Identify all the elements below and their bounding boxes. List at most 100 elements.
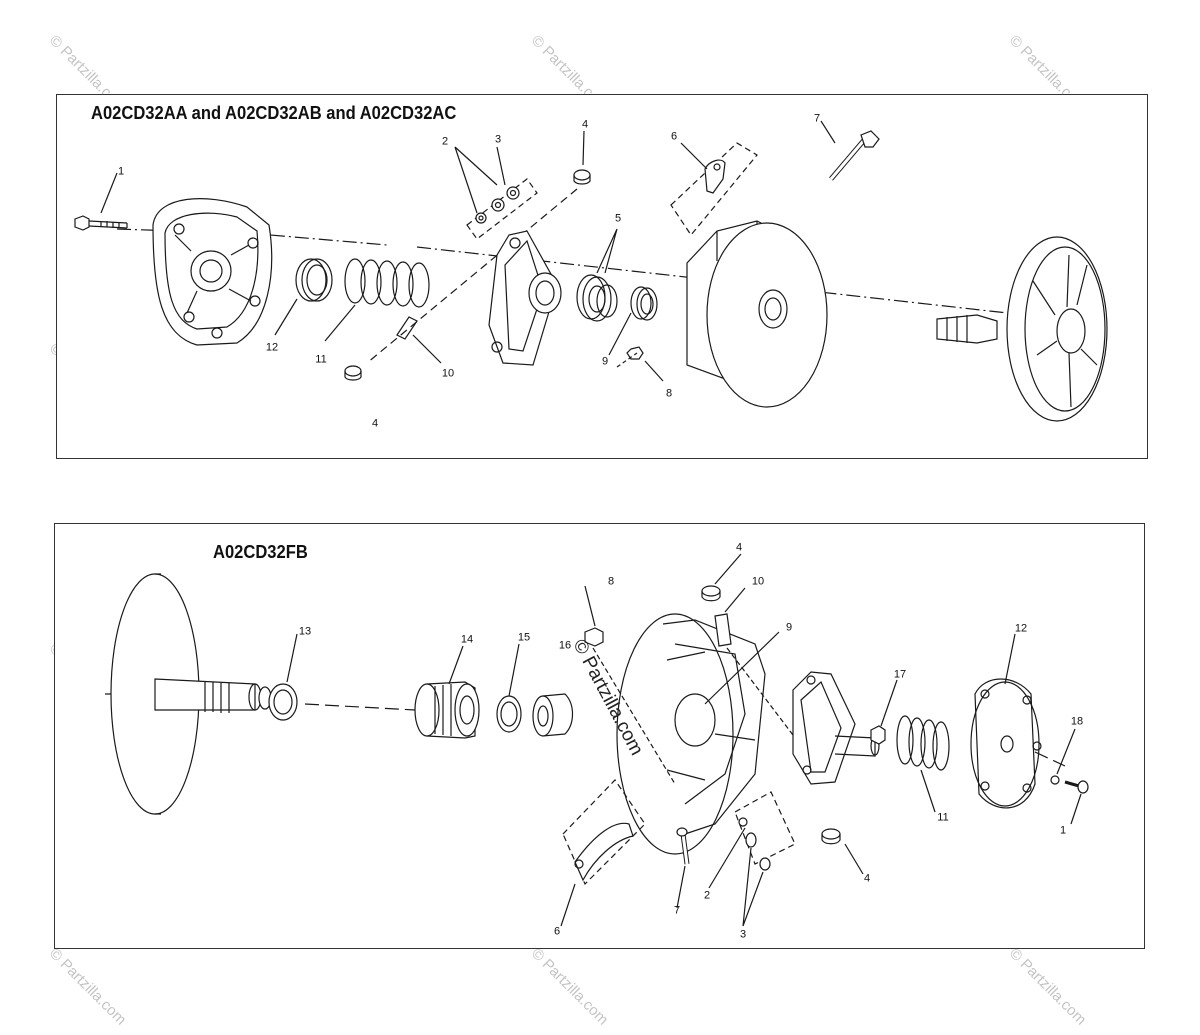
callout-6: 6 (670, 130, 678, 143)
callout-1: 1 (1059, 824, 1067, 837)
panel-title: A02CD32AA and A02CD32AB and A02CD32AC (91, 103, 457, 123)
leader-line (560, 883, 576, 927)
leader-line (1004, 633, 1016, 685)
nut-part (870, 725, 886, 745)
leader-line (708, 827, 746, 889)
washer-part (496, 695, 522, 733)
callout-10: 10 (441, 367, 455, 380)
leader-line (880, 679, 898, 727)
callout-7: 7 (673, 904, 681, 917)
bolt-part (676, 827, 690, 865)
fixed-sheave-part (105, 573, 272, 815)
washer-part (630, 286, 658, 321)
leader-line (742, 847, 764, 927)
callout-9: 9 (785, 621, 793, 634)
callout-8: 8 (607, 575, 615, 588)
cap-part (821, 828, 841, 845)
bushing-part (576, 274, 618, 322)
callout-14: 14 (460, 633, 474, 646)
spring-part (344, 258, 430, 308)
callout-9: 9 (601, 355, 609, 368)
leader-line (596, 228, 618, 274)
bolt-part (829, 130, 880, 181)
callout-11: 11 (315, 353, 327, 366)
callout-3: 3 (494, 133, 502, 146)
leader-line (608, 312, 632, 356)
washer-part (268, 683, 298, 721)
exploded-view-top (74, 120, 1108, 422)
leader-line (412, 334, 442, 364)
leader-line (644, 360, 664, 382)
sheave-part (686, 220, 828, 408)
leader-line (680, 142, 708, 170)
washer-part (475, 212, 487, 224)
leader-line (508, 643, 520, 697)
watermark: © Partzilla.com (45, 945, 130, 1029)
nut-part (626, 346, 644, 360)
weight-part (704, 159, 726, 194)
callout-12: 12 (1014, 622, 1028, 635)
roller-part (506, 186, 520, 200)
callout-16: 16 (558, 639, 572, 652)
leader-line (274, 298, 298, 336)
callout-17: 17 (893, 668, 907, 681)
callout-11: 11 (937, 811, 949, 824)
spider-part (488, 230, 562, 366)
callout-4: 4 (735, 541, 743, 554)
callout-6: 6 (553, 925, 561, 938)
roller-part (759, 857, 771, 871)
bushing-part (414, 681, 480, 739)
callout-7: 7 (813, 112, 821, 125)
leader-line (1056, 728, 1076, 775)
exploded-view-bottom (105, 553, 1089, 927)
callout-15: 15 (517, 631, 531, 644)
callout-18: 18 (1070, 715, 1084, 728)
leader-line (496, 146, 506, 186)
callout-2: 2 (703, 889, 711, 902)
leader-line (704, 631, 780, 705)
washer-part (738, 817, 748, 827)
callout-5: 5 (614, 212, 622, 225)
callout-4: 4 (581, 118, 589, 131)
sheave-part (616, 613, 766, 855)
cap-part (573, 169, 591, 185)
diagram-panel-top: A02CD32AA and A02CD32AB and A02CD32AC (56, 94, 1148, 459)
leader-line (714, 553, 742, 585)
washer-part (1050, 775, 1060, 785)
cap-part (701, 585, 721, 602)
bushing-part (532, 693, 574, 737)
callout-1: 1 (117, 165, 125, 178)
roller-part (491, 198, 505, 212)
cap-part (344, 365, 362, 381)
diagram-panel-bottom: A02CD32FB (54, 523, 1145, 949)
callout-12: 12 (265, 341, 279, 354)
roller-part (745, 832, 757, 848)
watermark: © Partzilla.com (1005, 945, 1090, 1029)
washer-part (295, 258, 333, 302)
leader-line (286, 633, 298, 683)
callout-10: 10 (751, 575, 765, 588)
leader-line (724, 587, 746, 613)
callout-4: 4 (863, 872, 871, 885)
leader-line (1070, 793, 1082, 825)
spider-part (792, 671, 880, 785)
nut-part (584, 627, 676, 785)
center-axis-line (304, 703, 1066, 767)
leader-line (844, 843, 864, 875)
bolt-part (1064, 780, 1089, 794)
leader-line (820, 120, 836, 144)
leader-line (920, 769, 936, 813)
callout-2: 2 (441, 135, 449, 148)
leader-line (676, 865, 686, 909)
callout-4: 4 (371, 417, 379, 430)
weight-part (574, 822, 634, 882)
callout-8: 8 (665, 387, 673, 400)
leader-line (582, 130, 585, 166)
spider-cover-part (152, 198, 273, 346)
callout-13: 13 (298, 625, 312, 638)
panel-title: A02CD32FB (213, 542, 308, 562)
inset-box (734, 791, 796, 865)
leader-line (448, 645, 464, 685)
leader-line (584, 585, 596, 627)
leader-line (100, 172, 118, 214)
